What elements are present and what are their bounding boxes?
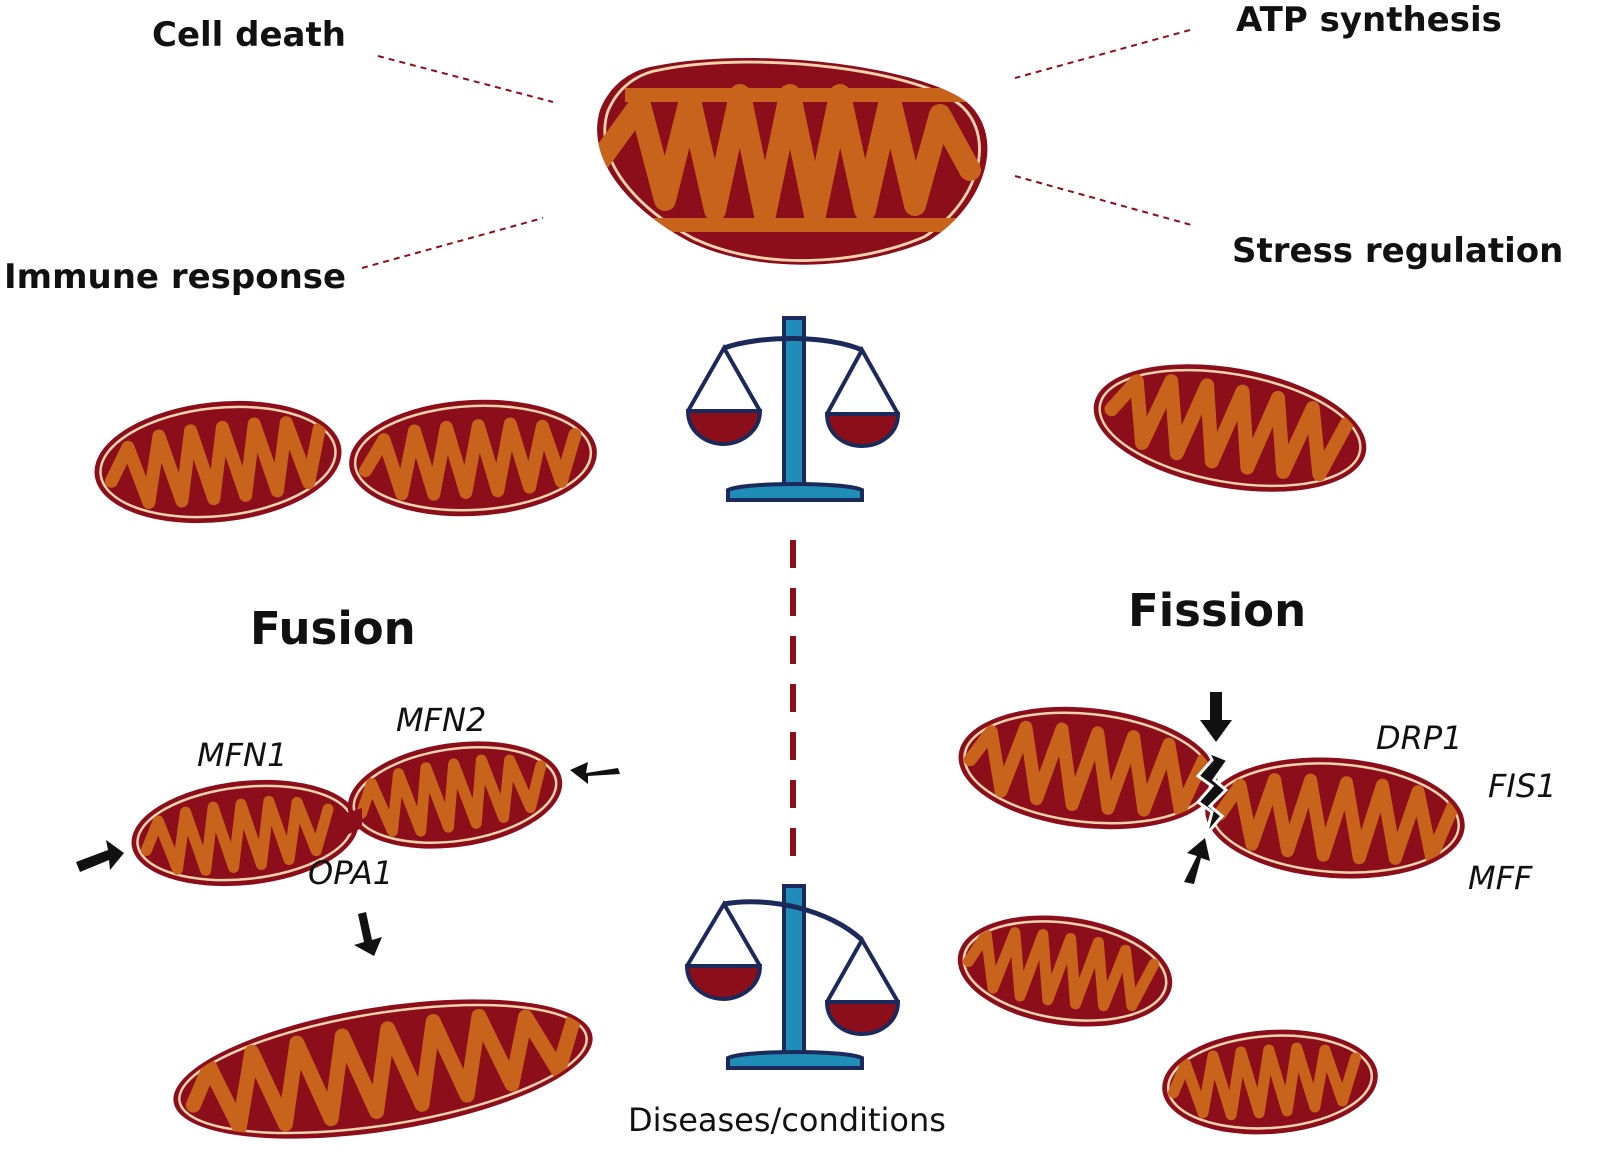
connector-stress-regulation xyxy=(1014,175,1196,227)
protein-mfn2: MFN2 xyxy=(396,701,487,739)
label-cell-death: Cell death xyxy=(152,15,346,55)
connector-immune-response xyxy=(361,217,544,269)
mitochondrion-icon xyxy=(94,400,342,524)
mitochondrion-icon xyxy=(1205,757,1465,879)
protein-drp1: DRP1 xyxy=(1376,719,1463,757)
mitochondrion-icon xyxy=(957,915,1173,1027)
mitochondrion-icon xyxy=(349,399,597,517)
balance-scale-icon xyxy=(684,884,901,1070)
mitochondrion-icon xyxy=(958,706,1218,830)
mitochondrion-icon xyxy=(1093,364,1367,492)
arrow-icon xyxy=(76,840,124,872)
connector-atp-synthesis xyxy=(1014,29,1191,79)
mitochondrion-icon xyxy=(1162,1029,1378,1135)
fission-title: Fission xyxy=(1128,584,1307,637)
lightning-bolt-icon xyxy=(1195,749,1231,836)
arrow-icon xyxy=(570,762,620,784)
mitochondrion-icon xyxy=(173,999,593,1139)
arrow-icon xyxy=(354,912,382,956)
label-stress-regulation: Stress regulation xyxy=(1232,231,1564,271)
label-immune-response: Immune response xyxy=(4,257,347,297)
connector-lines xyxy=(361,29,1196,269)
mitochondrion-icon xyxy=(597,58,988,265)
mitochondrion-icon xyxy=(347,741,563,849)
arrow-icon xyxy=(1184,838,1210,884)
fusion-title: Fusion xyxy=(250,602,416,655)
protein-mff: MFF xyxy=(1468,859,1533,897)
label-atp-synthesis: ATP synthesis xyxy=(1236,0,1502,40)
balance-caption: Diseases/conditions xyxy=(628,1101,946,1139)
connector-cell-death xyxy=(377,55,554,103)
balance-scale-icon xyxy=(685,316,901,502)
protein-opa1: OPA1 xyxy=(308,854,394,892)
protein-fis1: FIS1 xyxy=(1488,767,1557,805)
arrow-icon xyxy=(1200,692,1232,742)
protein-mfn1: MFN1 xyxy=(197,736,288,774)
